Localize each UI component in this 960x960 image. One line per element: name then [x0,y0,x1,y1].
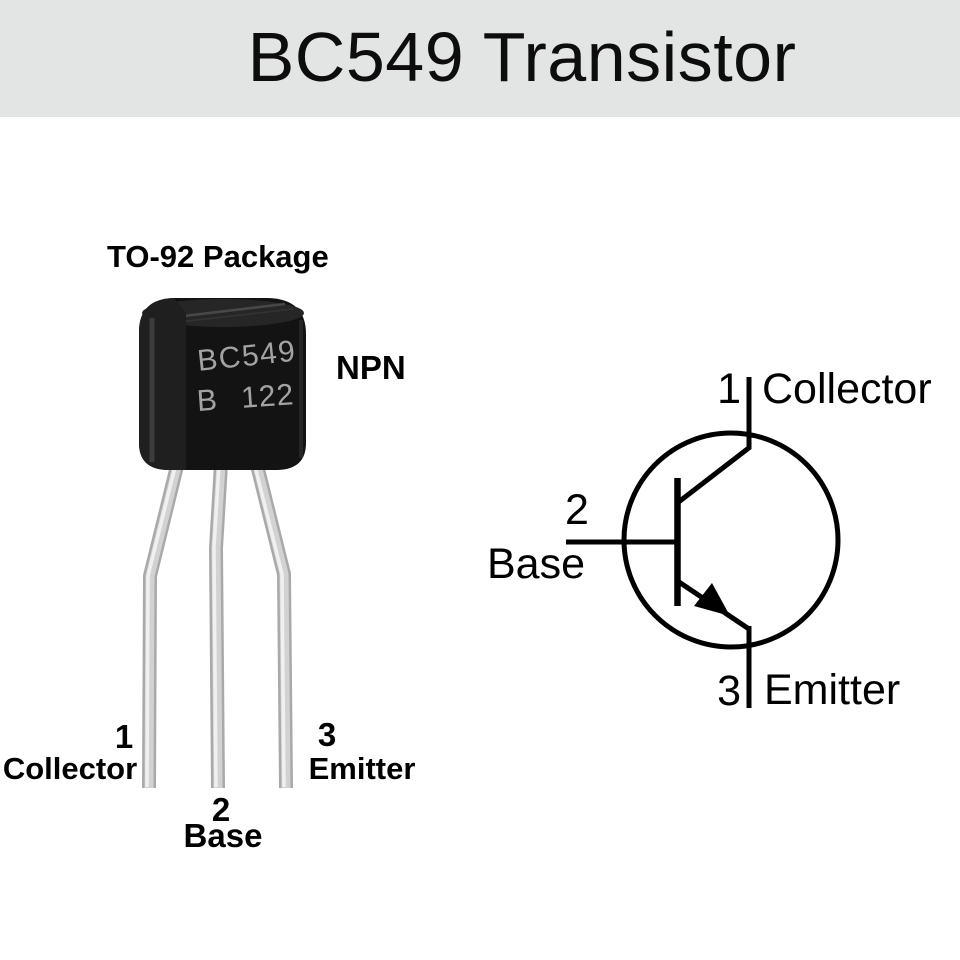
npn-symbol-icon [566,377,841,708]
photo-pin1-number: 1 [114,718,134,755]
photo-pin3-name: Emitter [308,751,416,786]
to92-leads-illustration [142,459,293,789]
package-type-label: TO-92 Package [107,239,329,274]
to92-body-illustration [139,298,306,470]
photo-pin1-name: Collector [2,751,138,786]
transistor-type-label: NPN [336,349,406,386]
schematic-pin2-name: Base [487,540,586,588]
photo-pin3-number: 3 [317,716,337,753]
photo-pin2-number: 2 [211,791,231,828]
schematic-pin1-number: 1 [717,365,741,413]
schematic-pin3-name: Emitter [764,666,901,714]
schematic-pin1-name: Collector [762,365,932,413]
header-bar: BC549 Transistor [0,0,960,117]
photo-pin2-name: Base [183,817,263,854]
body-marking-batch-code: B 122 [195,378,296,418]
schematic-pin2-number: 2 [565,486,589,534]
emitter-arrow-icon [694,583,730,616]
page-title: BC549 Transistor [247,18,797,96]
schematic-pin3-number: 3 [717,667,741,715]
